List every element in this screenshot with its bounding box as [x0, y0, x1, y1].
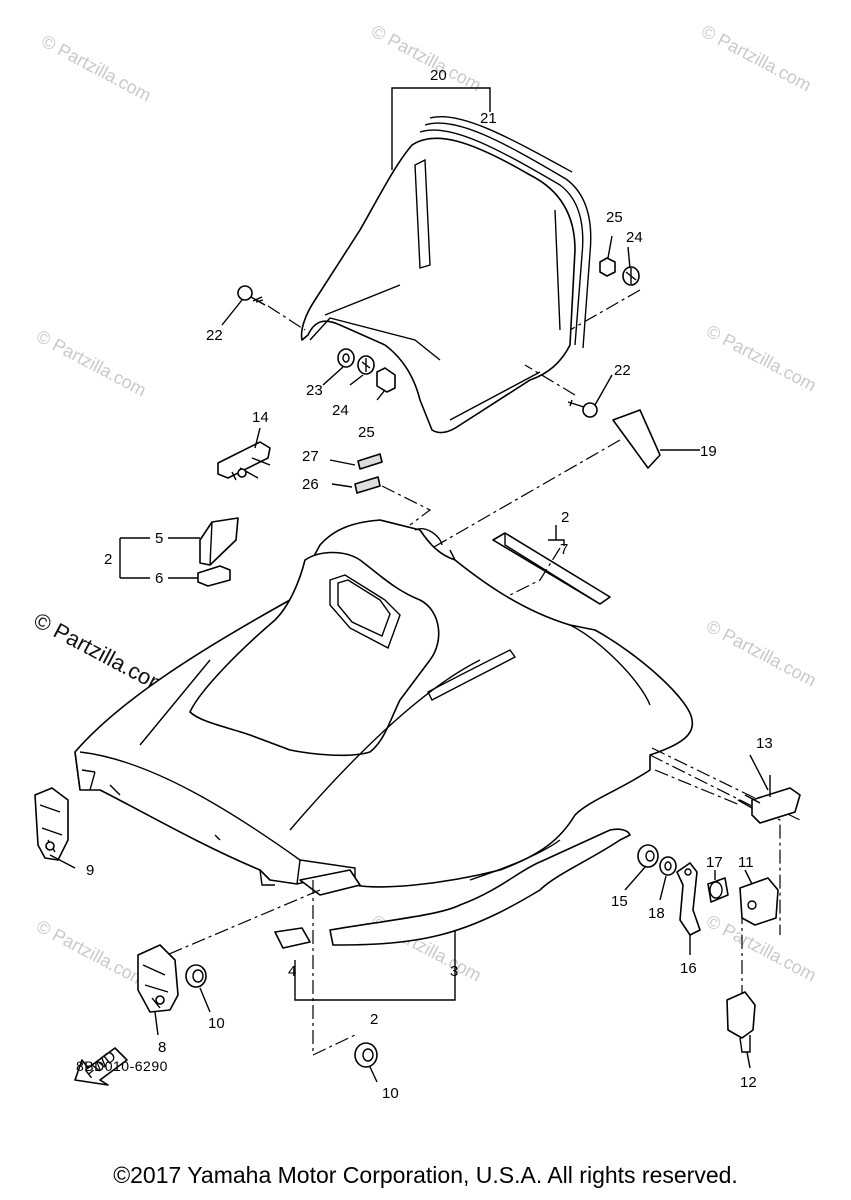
- pad-4: [274, 927, 311, 949]
- callout-6: 6: [155, 570, 163, 587]
- decal-19: [612, 409, 661, 469]
- callout-10: 10: [382, 1085, 399, 1102]
- callout-14: 14: [252, 409, 269, 426]
- leader-line: [154, 889, 321, 961]
- leader-line: [391, 87, 491, 170]
- grommet-24-upper: [622, 266, 640, 286]
- leader-line: [419, 439, 621, 556]
- washer-23: [337, 348, 355, 368]
- callout-24: 24: [626, 229, 643, 246]
- grommet-10-lower: [354, 1042, 378, 1068]
- leader-line: [119, 537, 150, 579]
- callout-11: 11: [738, 854, 754, 871]
- leader-line: [649, 754, 781, 935]
- handle-13: [737, 775, 801, 824]
- callout-2: 2: [370, 1011, 378, 1028]
- bushing-15: [637, 844, 659, 868]
- callout-7: 7: [560, 541, 568, 558]
- callout-25: 25: [606, 209, 623, 226]
- watermark: © Partzilla.com: [33, 326, 149, 401]
- callout-12: 12: [740, 1074, 757, 1091]
- pad-5: [199, 517, 239, 566]
- callout-leaders: [49, 235, 769, 1083]
- bracket-11: [739, 877, 779, 926]
- leader-line: [381, 485, 432, 526]
- callout-21: 21: [480, 110, 497, 127]
- label-27: [357, 453, 383, 470]
- collar-25: [376, 367, 396, 393]
- clip-14: [217, 441, 271, 481]
- callout-17: 17: [706, 854, 723, 871]
- callout-23: 23: [306, 382, 323, 399]
- leader-line: [548, 525, 565, 546]
- latch-12: [726, 991, 756, 1053]
- nut-25: [599, 257, 616, 277]
- leader-line: [312, 1034, 356, 1056]
- bolt-22-right: [567, 399, 598, 418]
- pad-6: [197, 565, 231, 587]
- callout-20: 20: [430, 67, 447, 84]
- callout-3: 3: [450, 963, 458, 980]
- leader-line: [654, 769, 741, 806]
- watermark: © Partzilla.com: [33, 916, 149, 991]
- callout-8: 8: [158, 1039, 166, 1056]
- collar-17: [707, 877, 729, 903]
- diagram-code: 8BD010-6290: [76, 1058, 168, 1074]
- leader-line: [267, 305, 306, 331]
- leader-line: [168, 537, 200, 579]
- callout-26: 26: [302, 476, 319, 493]
- hinge-8: [137, 944, 179, 1013]
- strip-7: [492, 532, 611, 605]
- callout-4: 4: [288, 963, 296, 980]
- watermark: © Partzilla.com: [703, 321, 819, 396]
- callout-13: 13: [756, 735, 773, 752]
- bolt-22-left: [237, 285, 266, 306]
- copyright-notice: ©2017 Yamaha Motor Corporation, U.S.A. A…: [113, 1162, 738, 1188]
- hinge-9: [34, 787, 69, 861]
- grommet-10-upper: [185, 964, 207, 988]
- callout-25: 25: [358, 424, 375, 441]
- callout-27: 27: [302, 448, 319, 465]
- callout-24: 24: [332, 402, 349, 419]
- leader-line: [569, 289, 641, 331]
- leader-line: [524, 364, 576, 396]
- callout-5: 5: [155, 530, 163, 547]
- grommet-24: [357, 355, 375, 375]
- washer-18: [659, 856, 677, 876]
- watermark: © Partzilla.com: [698, 21, 814, 96]
- watermark: © Partzilla.com: [38, 31, 154, 106]
- callout-22: 22: [614, 362, 631, 379]
- callout-22: 22: [206, 327, 223, 344]
- callout-15: 15: [611, 893, 628, 910]
- label-26: [354, 476, 381, 494]
- strip-3: [329, 828, 631, 946]
- windshield: [300, 116, 592, 434]
- arm-16: [676, 862, 701, 936]
- callout-2: 2: [104, 551, 112, 568]
- leader-line: [294, 930, 456, 1001]
- callout-18: 18: [648, 905, 665, 922]
- callout-10: 10: [208, 1015, 225, 1032]
- callout-9: 9: [86, 862, 94, 879]
- hood: [74, 519, 694, 896]
- callout-labels: 20 21 25 24 22 23 24 25 22 14 27 26 19 5…: [86, 67, 773, 1102]
- callout-16: 16: [680, 960, 697, 977]
- watermark: © Partzilla.com: [703, 616, 819, 691]
- callout-19: 19: [700, 443, 717, 460]
- watermark: © Partzilla.com: [368, 21, 484, 96]
- callout-2: 2: [561, 509, 569, 526]
